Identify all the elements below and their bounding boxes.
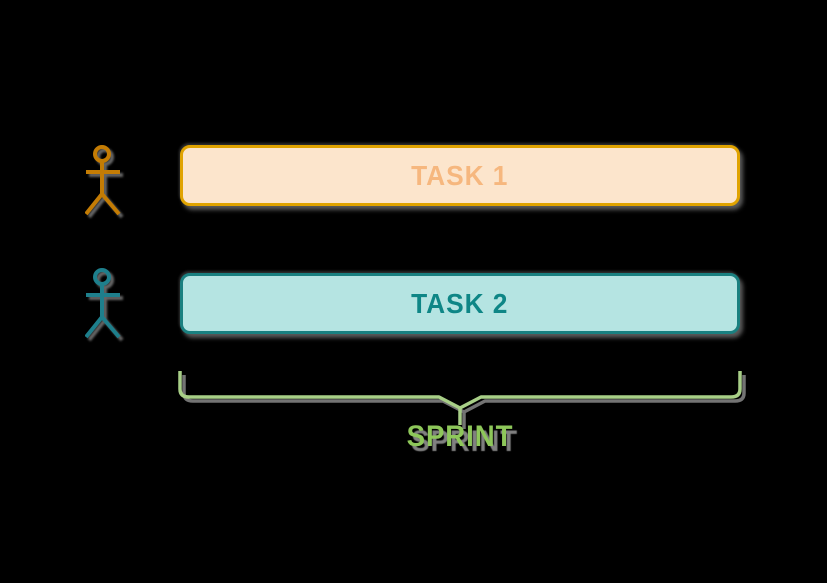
- person-icon: [85, 268, 125, 342]
- person-icon: [85, 145, 125, 219]
- task-2-box: TASK 2: [180, 273, 740, 334]
- task-2-label: TASK 2: [411, 287, 509, 319]
- task-1-box: TASK 1: [180, 145, 740, 206]
- task-1-label: TASK 1: [411, 159, 509, 191]
- sprint-label: SPRINT: [406, 420, 514, 453]
- sprint-bracket-icon: [177, 368, 743, 426]
